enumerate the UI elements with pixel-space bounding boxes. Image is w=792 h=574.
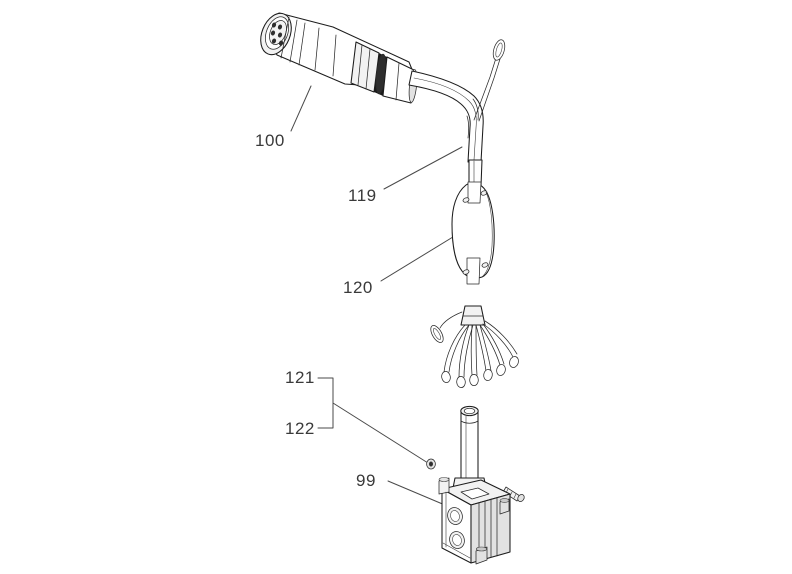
leader-121-122 <box>332 402 429 464</box>
wire-terminal-3 <box>469 374 479 386</box>
wire-lead-5b <box>482 323 505 365</box>
wire-lead-1 <box>443 324 466 373</box>
cable-sheath-outer <box>408 70 484 163</box>
valve-port-upper-bore <box>450 510 460 522</box>
ground-wire-loop-inner <box>433 328 441 340</box>
connector-pin-6 <box>278 40 284 46</box>
label-122: 122 <box>285 419 315 438</box>
inline-clamp-body <box>451 181 495 285</box>
wire-terminal-5 <box>496 364 506 376</box>
connector-housing <box>260 12 418 104</box>
wire-lead-4b <box>479 324 492 372</box>
connector-rib-5 <box>332 34 337 77</box>
label-119: 119 <box>348 186 377 205</box>
valve-stem-collar <box>460 420 479 424</box>
connector-coupling-rib-2 <box>365 48 371 90</box>
connector-rear-ferrule <box>382 56 415 104</box>
connector-pin-3 <box>270 30 276 36</box>
wire-lead-4 <box>475 324 487 372</box>
lanyard-wire-left <box>473 57 497 121</box>
wire-lead-3 <box>470 324 473 376</box>
screw-thread-3 <box>513 493 517 499</box>
wire-terminal-1 <box>441 371 451 383</box>
wire-lead-2 <box>458 324 470 378</box>
leader-99 <box>387 480 453 509</box>
screw-head <box>517 494 525 502</box>
valve-front-bottom-shade <box>442 542 471 559</box>
connector-rib-1 <box>280 16 290 59</box>
connector-coupling-rib-1 <box>357 44 363 86</box>
clamp-rivet-bottom-right <box>481 262 489 268</box>
valve-stem-bore <box>463 407 476 415</box>
label-120: 120 <box>343 278 373 297</box>
label-121: 121 <box>285 368 315 387</box>
cable-elbow-crease-2 <box>466 115 470 139</box>
leader-120 <box>380 228 467 282</box>
wire-terminal-4 <box>483 369 493 381</box>
valve-port-lower-bore <box>452 534 462 546</box>
wire-lead-5 <box>479 324 501 366</box>
splay-boot <box>460 305 486 326</box>
cable-sheath-highlight <box>413 77 477 161</box>
leader-lines <box>290 85 467 509</box>
clamp-rivet-bottom-left <box>462 269 470 275</box>
fastener-nut-bore <box>428 461 433 467</box>
wire-lead-3b <box>475 324 478 376</box>
wire-lead-1b <box>448 324 470 373</box>
leader-100 <box>290 85 312 132</box>
connector-rib-3 <box>298 22 306 66</box>
connector-pin-1 <box>271 22 277 28</box>
clamp-rivet-top-right <box>480 190 488 196</box>
label-99: 99 <box>356 471 376 490</box>
clamp-inner-cable-bottom <box>466 257 481 285</box>
clamp-inner-cable-top <box>467 181 482 204</box>
wire-lead-6 <box>482 323 514 358</box>
lanyard-wire-right <box>478 58 501 122</box>
connector-rib-4 <box>314 27 320 71</box>
connector-pin-5 <box>271 38 277 44</box>
connector-rib-lines <box>280 16 337 77</box>
cable-assembly <box>408 70 484 187</box>
connector-pin-4 <box>277 32 283 38</box>
connector-pin-2 <box>277 24 283 30</box>
valve-boss-bottom-face <box>475 546 487 552</box>
connector-pin-face <box>270 22 284 46</box>
wire-lead-6b <box>484 320 518 355</box>
reference-label-group: 100 119 120 121 122 99 <box>255 131 377 490</box>
connector-rib-2 <box>289 19 298 63</box>
fastener-screw <box>502 486 525 502</box>
fasteners <box>426 458 525 502</box>
lanyard-loop <box>473 39 506 122</box>
leader-bracket-121-122 <box>317 377 334 429</box>
cable-elbow-crease-1 <box>472 98 479 121</box>
wire-splay <box>430 305 519 388</box>
leader-119 <box>383 146 463 190</box>
valve-boss-right-face <box>499 498 510 503</box>
clamp-rivet-top-left <box>462 197 470 203</box>
label-100: 100 <box>255 131 285 150</box>
valve-boss-upper-left-top <box>438 477 450 482</box>
wire-terminal-6 <box>509 356 519 368</box>
lanyard-loop-eye-inner <box>495 42 503 58</box>
clamp-side-seam <box>482 191 493 277</box>
valve-top-recess <box>460 487 490 500</box>
ground-wire-left <box>439 311 463 329</box>
connector-ferrule-rib <box>395 62 400 101</box>
wire-terminal-2 <box>456 376 466 388</box>
valve-body <box>438 405 511 565</box>
